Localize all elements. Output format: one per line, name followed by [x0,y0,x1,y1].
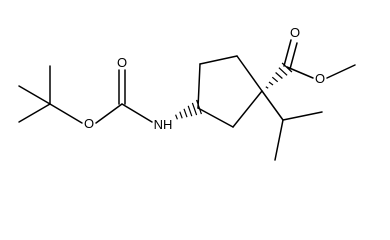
chemical-structure: O O O O NH [18,25,356,161]
atom-label-o-methoxy: O [315,71,325,86]
boc-carbamate [95,69,153,124]
bond-isopropyl-right [282,111,323,121]
bond-o-to-methyl [326,64,356,79]
atom-label-o-carbonyl-ester: O [290,25,300,40]
bond-isopropyl-down [274,119,284,161]
bond-tbu-lower [18,103,51,123]
ring-bond-5 [197,107,234,128]
bond-ester-double-a [283,39,292,67]
ring-bond-4 [232,90,263,128]
ring-bond-2 [199,55,238,65]
bond-tbu-to-o [49,103,83,124]
hashed-wedge-nh [175,99,202,120]
bond-ester-double-b [289,42,298,70]
ring-bond-3 [236,55,263,92]
cyclopentane-ring [197,55,263,128]
bond-carbonyl-to-n [121,103,153,123]
ring-bond-1 [197,63,201,109]
methyl-ester [283,39,356,79]
bond-tbu-left [18,85,51,105]
bond-o-to-carbonyl [95,103,123,124]
bond-ring-to-isopropyl [261,90,284,121]
isopropyl-group [261,90,323,161]
tert-butyl-group [18,65,83,124]
atom-label-o-carbonyl-boc: O [117,55,127,70]
bond-ester-to-o [286,66,314,79]
atom-label-nh: NH [154,117,173,132]
atom-label-o-ether-boc: O [84,116,94,131]
